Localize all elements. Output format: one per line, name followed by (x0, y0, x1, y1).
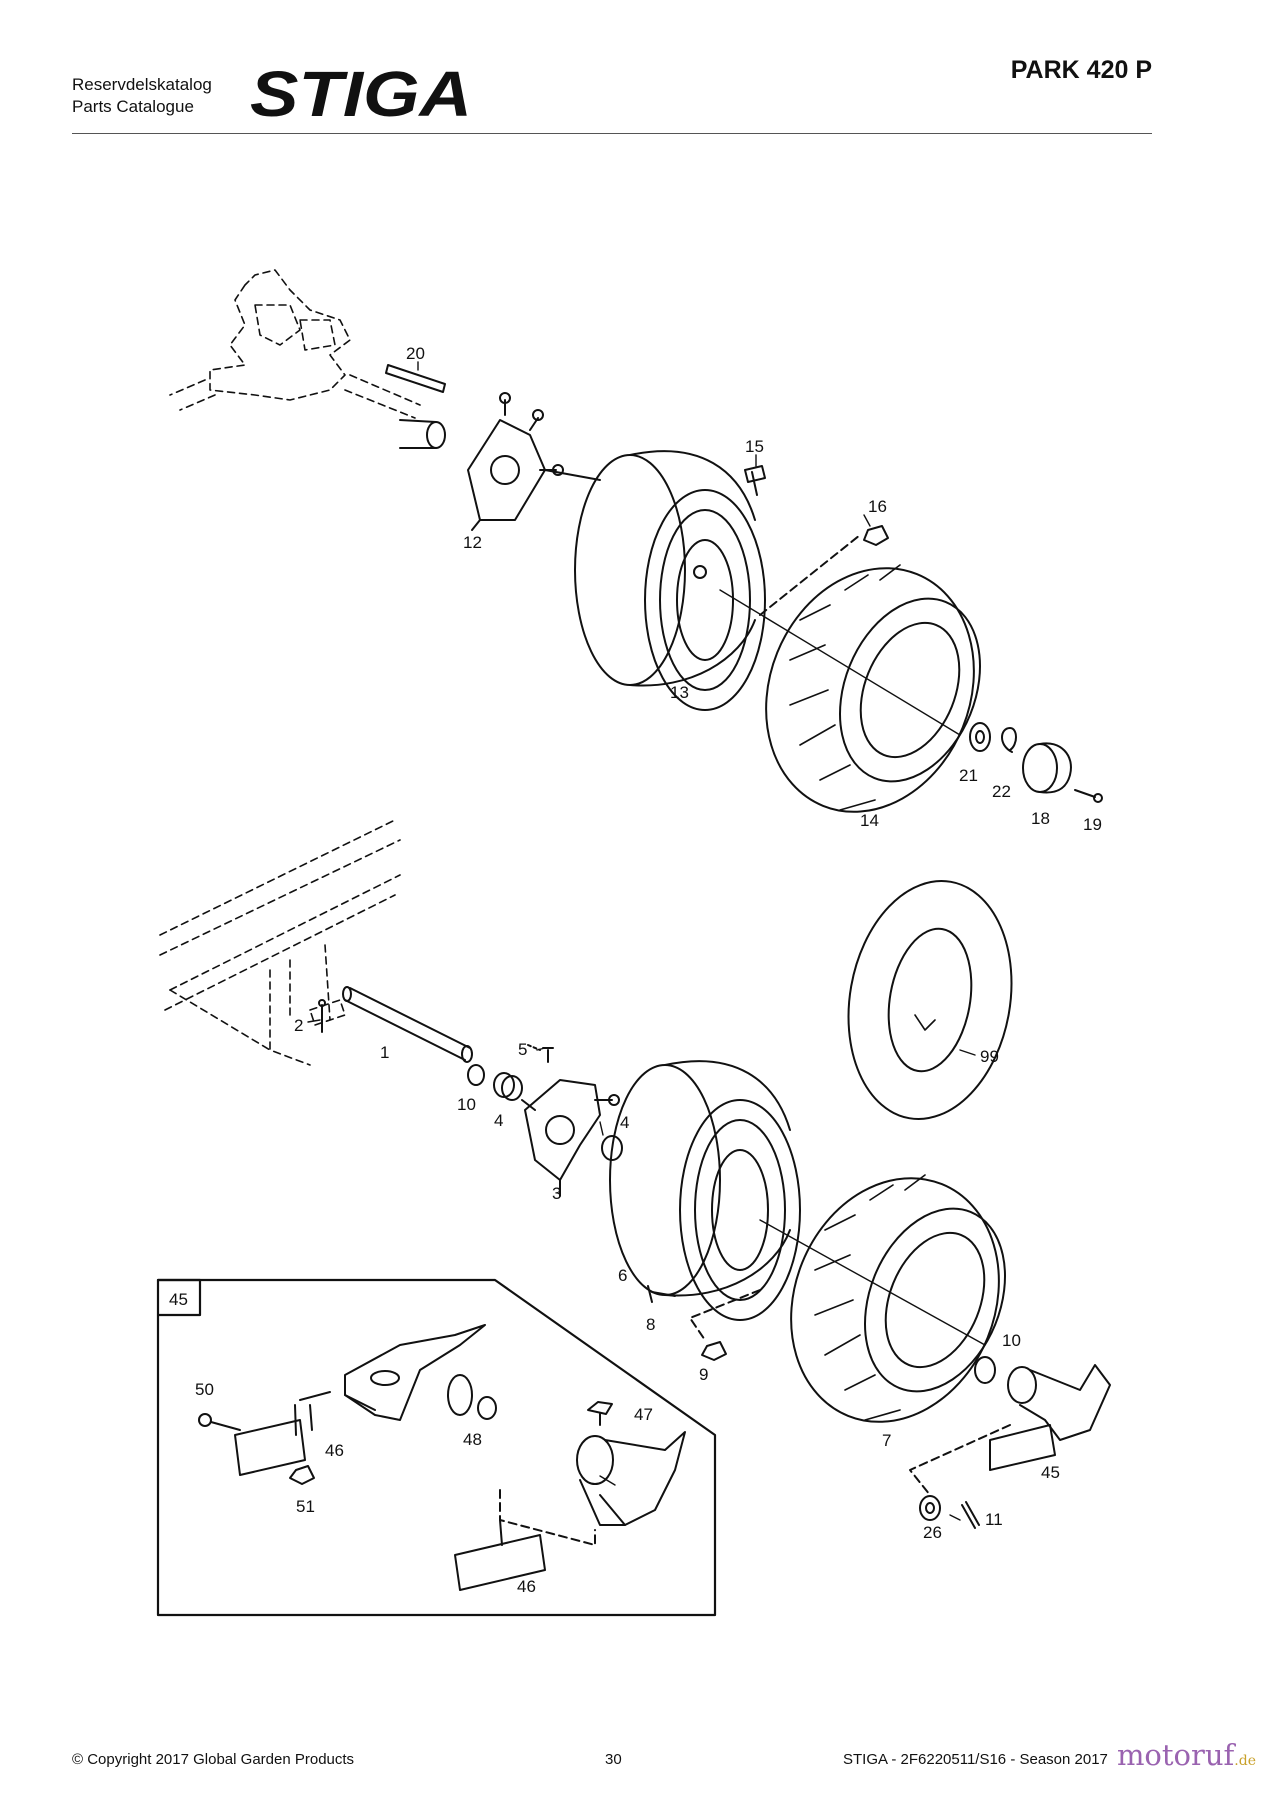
callout-46-lower: 46 (517, 1577, 536, 1596)
nut-9 (689, 1289, 761, 1361)
inset-bolt-50 (198, 1413, 241, 1431)
callout-15: 15 (745, 437, 764, 456)
pin-2 (318, 999, 326, 1033)
hub-12 (467, 392, 601, 531)
callout-10-left: 10 (457, 1095, 476, 1114)
inset-spindle (576, 1431, 686, 1526)
inset-bushing-48 (477, 1396, 497, 1420)
catalog-title-english: Parts Catalogue (72, 97, 194, 116)
callout-18: 18 (1031, 809, 1050, 828)
valve-15 (744, 465, 766, 496)
axle-stub (399, 419, 446, 449)
callout-10-right: 10 (1002, 1331, 1021, 1350)
catalog-title: Reservdelskatalog Parts Catalogue (72, 74, 212, 118)
steering-spindle-3 (521, 1079, 620, 1197)
axle-tube-1 (342, 986, 473, 1063)
callout-22: 22 (992, 782, 1011, 801)
callout-51: 51 (296, 1497, 315, 1516)
callout-47: 47 (634, 1405, 653, 1424)
axis-line-upper (719, 589, 961, 736)
washer-10-lower-left (467, 1064, 485, 1086)
inset-grease-nipple-47 (587, 1401, 613, 1426)
screw-19 (1074, 789, 1103, 803)
footer-copyright: © Copyright 2017 Global Garden Products (72, 1751, 355, 1768)
callout-2: 2 (294, 1016, 303, 1035)
cotter-pin-11 (961, 1501, 980, 1529)
callout-16: 16 (868, 497, 887, 516)
callout-6: 6 (618, 1266, 627, 1285)
axle-key-20 (385, 364, 446, 393)
hub-cap-18 (1022, 742, 1072, 794)
tyre-14 (765, 564, 981, 813)
clip-22 (1001, 727, 1017, 753)
callout-48: 48 (463, 1430, 482, 1449)
callout-26: 26 (923, 1523, 942, 1542)
model-name: PARK 420 P (1010, 56, 1152, 84)
inner-tube-99 (847, 880, 1013, 1120)
inset-nut-51 (289, 1465, 315, 1485)
callout-50: 50 (195, 1380, 214, 1399)
washer-21 (969, 722, 991, 752)
bushing-4-right (601, 1135, 623, 1161)
callout-21: 21 (959, 766, 978, 785)
callout-45: 45 (1041, 1463, 1060, 1482)
valve-8 (647, 1285, 676, 1303)
washer-26 (919, 1495, 941, 1521)
washer-10-lower-right (974, 1356, 996, 1384)
callout-11: 11 (985, 1510, 1003, 1529)
bushing-4-left (493, 1072, 523, 1101)
callout-4-right: 4 (620, 1113, 629, 1132)
callout-20: 20 (406, 344, 425, 363)
callout-46-upper: 46 (325, 1441, 344, 1460)
axis-line-lower (759, 1219, 986, 1346)
inset-45-frame (156, 1278, 717, 1617)
leader-lines (307, 361, 976, 1521)
inset-bracket-46-upper (234, 1391, 331, 1476)
callout-9: 9 (699, 1365, 708, 1384)
part-callouts: 20 12 15 16 13 14 21 22 18 19 2 1 5 99 1… (169, 344, 1102, 1596)
callout-5: 5 (518, 1040, 527, 1059)
callout-4-left: 4 (494, 1111, 503, 1130)
inset-steering-arm (344, 1324, 486, 1421)
tyre-7 (790, 1174, 1006, 1423)
stiga-logo: STIGA (250, 62, 472, 124)
callout-7: 7 (882, 1431, 891, 1450)
callout-1: 1 (380, 1043, 389, 1062)
nut-16 (759, 525, 889, 616)
rear-transaxle-outline (169, 269, 421, 419)
callout-14: 14 (860, 811, 879, 830)
callout-8: 8 (646, 1315, 655, 1334)
callout-99: 99 (980, 1047, 999, 1066)
callout-3: 3 (552, 1184, 561, 1203)
callout-19: 19 (1083, 815, 1102, 834)
rim-13 (574, 450, 766, 711)
watermark-text: motoruf (1116, 1738, 1235, 1772)
stiga-logo-text: STIGA (250, 62, 472, 124)
header-rule (72, 133, 1152, 134)
rim-6 (609, 1060, 801, 1321)
callout-12: 12 (463, 533, 482, 552)
front-frame-outline (159, 819, 401, 1066)
footer-page-number: 30 (605, 1751, 622, 1768)
spindle-arm-45 (909, 1364, 1111, 1496)
catalog-title-swedish: Reservdelskatalog (72, 75, 212, 94)
footer-doc-ref: STIGA - 2F6220511/S16 - Season 2017 (843, 1751, 1108, 1768)
watermark: motoruf.de (1117, 1738, 1256, 1772)
callout-13: 13 (670, 683, 689, 702)
inset-label-45: 45 (169, 1290, 188, 1309)
watermark-suffix: .de (1234, 1753, 1256, 1769)
inset-bracket-46-lower (454, 1489, 596, 1591)
grease-nipple-5 (527, 1044, 554, 1063)
